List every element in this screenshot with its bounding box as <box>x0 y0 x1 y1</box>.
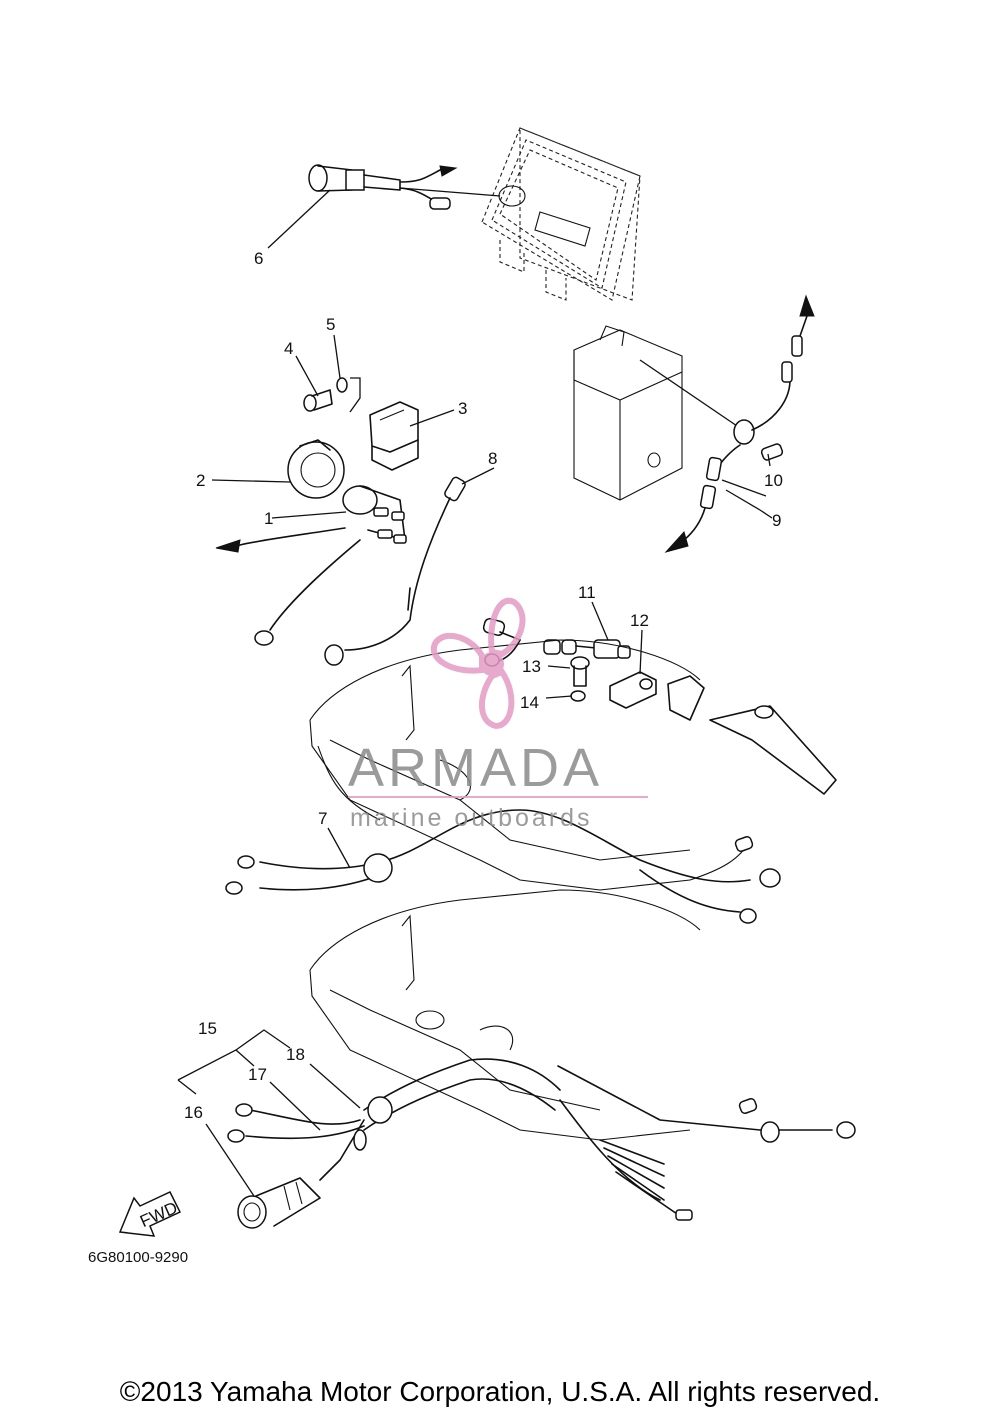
callout-13[interactable]: 13 <box>522 657 541 676</box>
callout-5[interactable]: 5 <box>326 315 335 334</box>
callout-10[interactable]: 10 <box>764 471 783 490</box>
callout-12[interactable]: 12 <box>630 611 649 630</box>
callout-3[interactable]: 3 <box>458 399 467 418</box>
callout-16[interactable]: 16 <box>184 1103 203 1122</box>
callout-6[interactable]: 6 <box>254 249 263 268</box>
callout-17[interactable]: 17 <box>248 1065 267 1084</box>
bolt-part-13[interactable] <box>570 656 590 687</box>
control-box-part[interactable] <box>481 127 641 301</box>
callout-15[interactable]: 15 <box>198 1019 217 1038</box>
relay-part-1[interactable] <box>215 485 407 646</box>
bracket-part-12[interactable] <box>609 671 837 795</box>
cover-part-18[interactable] <box>363 1058 856 1221</box>
propeller-icon <box>430 597 526 730</box>
harness-part-17[interactable] <box>227 1103 365 1143</box>
leader-lines <box>177 189 773 1197</box>
callout-9[interactable]: 9 <box>772 511 781 530</box>
wire-part-9[interactable] <box>639 294 815 553</box>
bracket-part-3[interactable] <box>369 401 419 471</box>
switch-part-6[interactable] <box>308 164 501 210</box>
callout-11[interactable]: 11 <box>578 583 596 602</box>
callout-14[interactable]: 14 <box>520 693 539 712</box>
lead-wire-part-8[interactable] <box>324 476 467 666</box>
callout-1[interactable]: 1 <box>264 509 273 528</box>
fwd-arrow: FWD <box>118 1191 182 1237</box>
watermark-brand: ARMADA <box>348 738 603 798</box>
wire-lead-part-15[interactable] <box>319 1119 367 1181</box>
screw-part-4[interactable] <box>303 389 333 412</box>
callout-18[interactable]: 18 <box>286 1045 305 1064</box>
watermark: ARMADA marine outboards <box>348 597 648 832</box>
callout-4[interactable]: 4 <box>284 339 293 358</box>
holder-part-2[interactable] <box>287 439 345 499</box>
lower-cowling-outline <box>309 889 701 1141</box>
harness-part-7[interactable] <box>225 809 781 924</box>
cdi-unit-part[interactable] <box>573 325 683 501</box>
callout-8[interactable]: 8 <box>488 449 497 468</box>
copyright-footer: ©2013 Yamaha Motor Corporation, U.S.A. A… <box>119 1376 881 1407</box>
sensor-part-11[interactable] <box>482 618 631 667</box>
watermark-tagline: marine outboards <box>350 804 593 832</box>
callout-2[interactable]: 2 <box>196 471 205 490</box>
callout-labels: 1 2 3 4 5 6 7 8 9 10 11 12 13 14 15 16 1… <box>184 249 783 1122</box>
washer-part-5[interactable] <box>336 377 348 393</box>
socket-part-16[interactable] <box>237 1177 321 1229</box>
washer-part-14[interactable] <box>570 690 586 702</box>
connector-part-10[interactable] <box>760 443 784 461</box>
callout-7[interactable]: 7 <box>318 809 327 828</box>
diagram-code: 6G80100-9290 <box>88 1249 189 1266</box>
